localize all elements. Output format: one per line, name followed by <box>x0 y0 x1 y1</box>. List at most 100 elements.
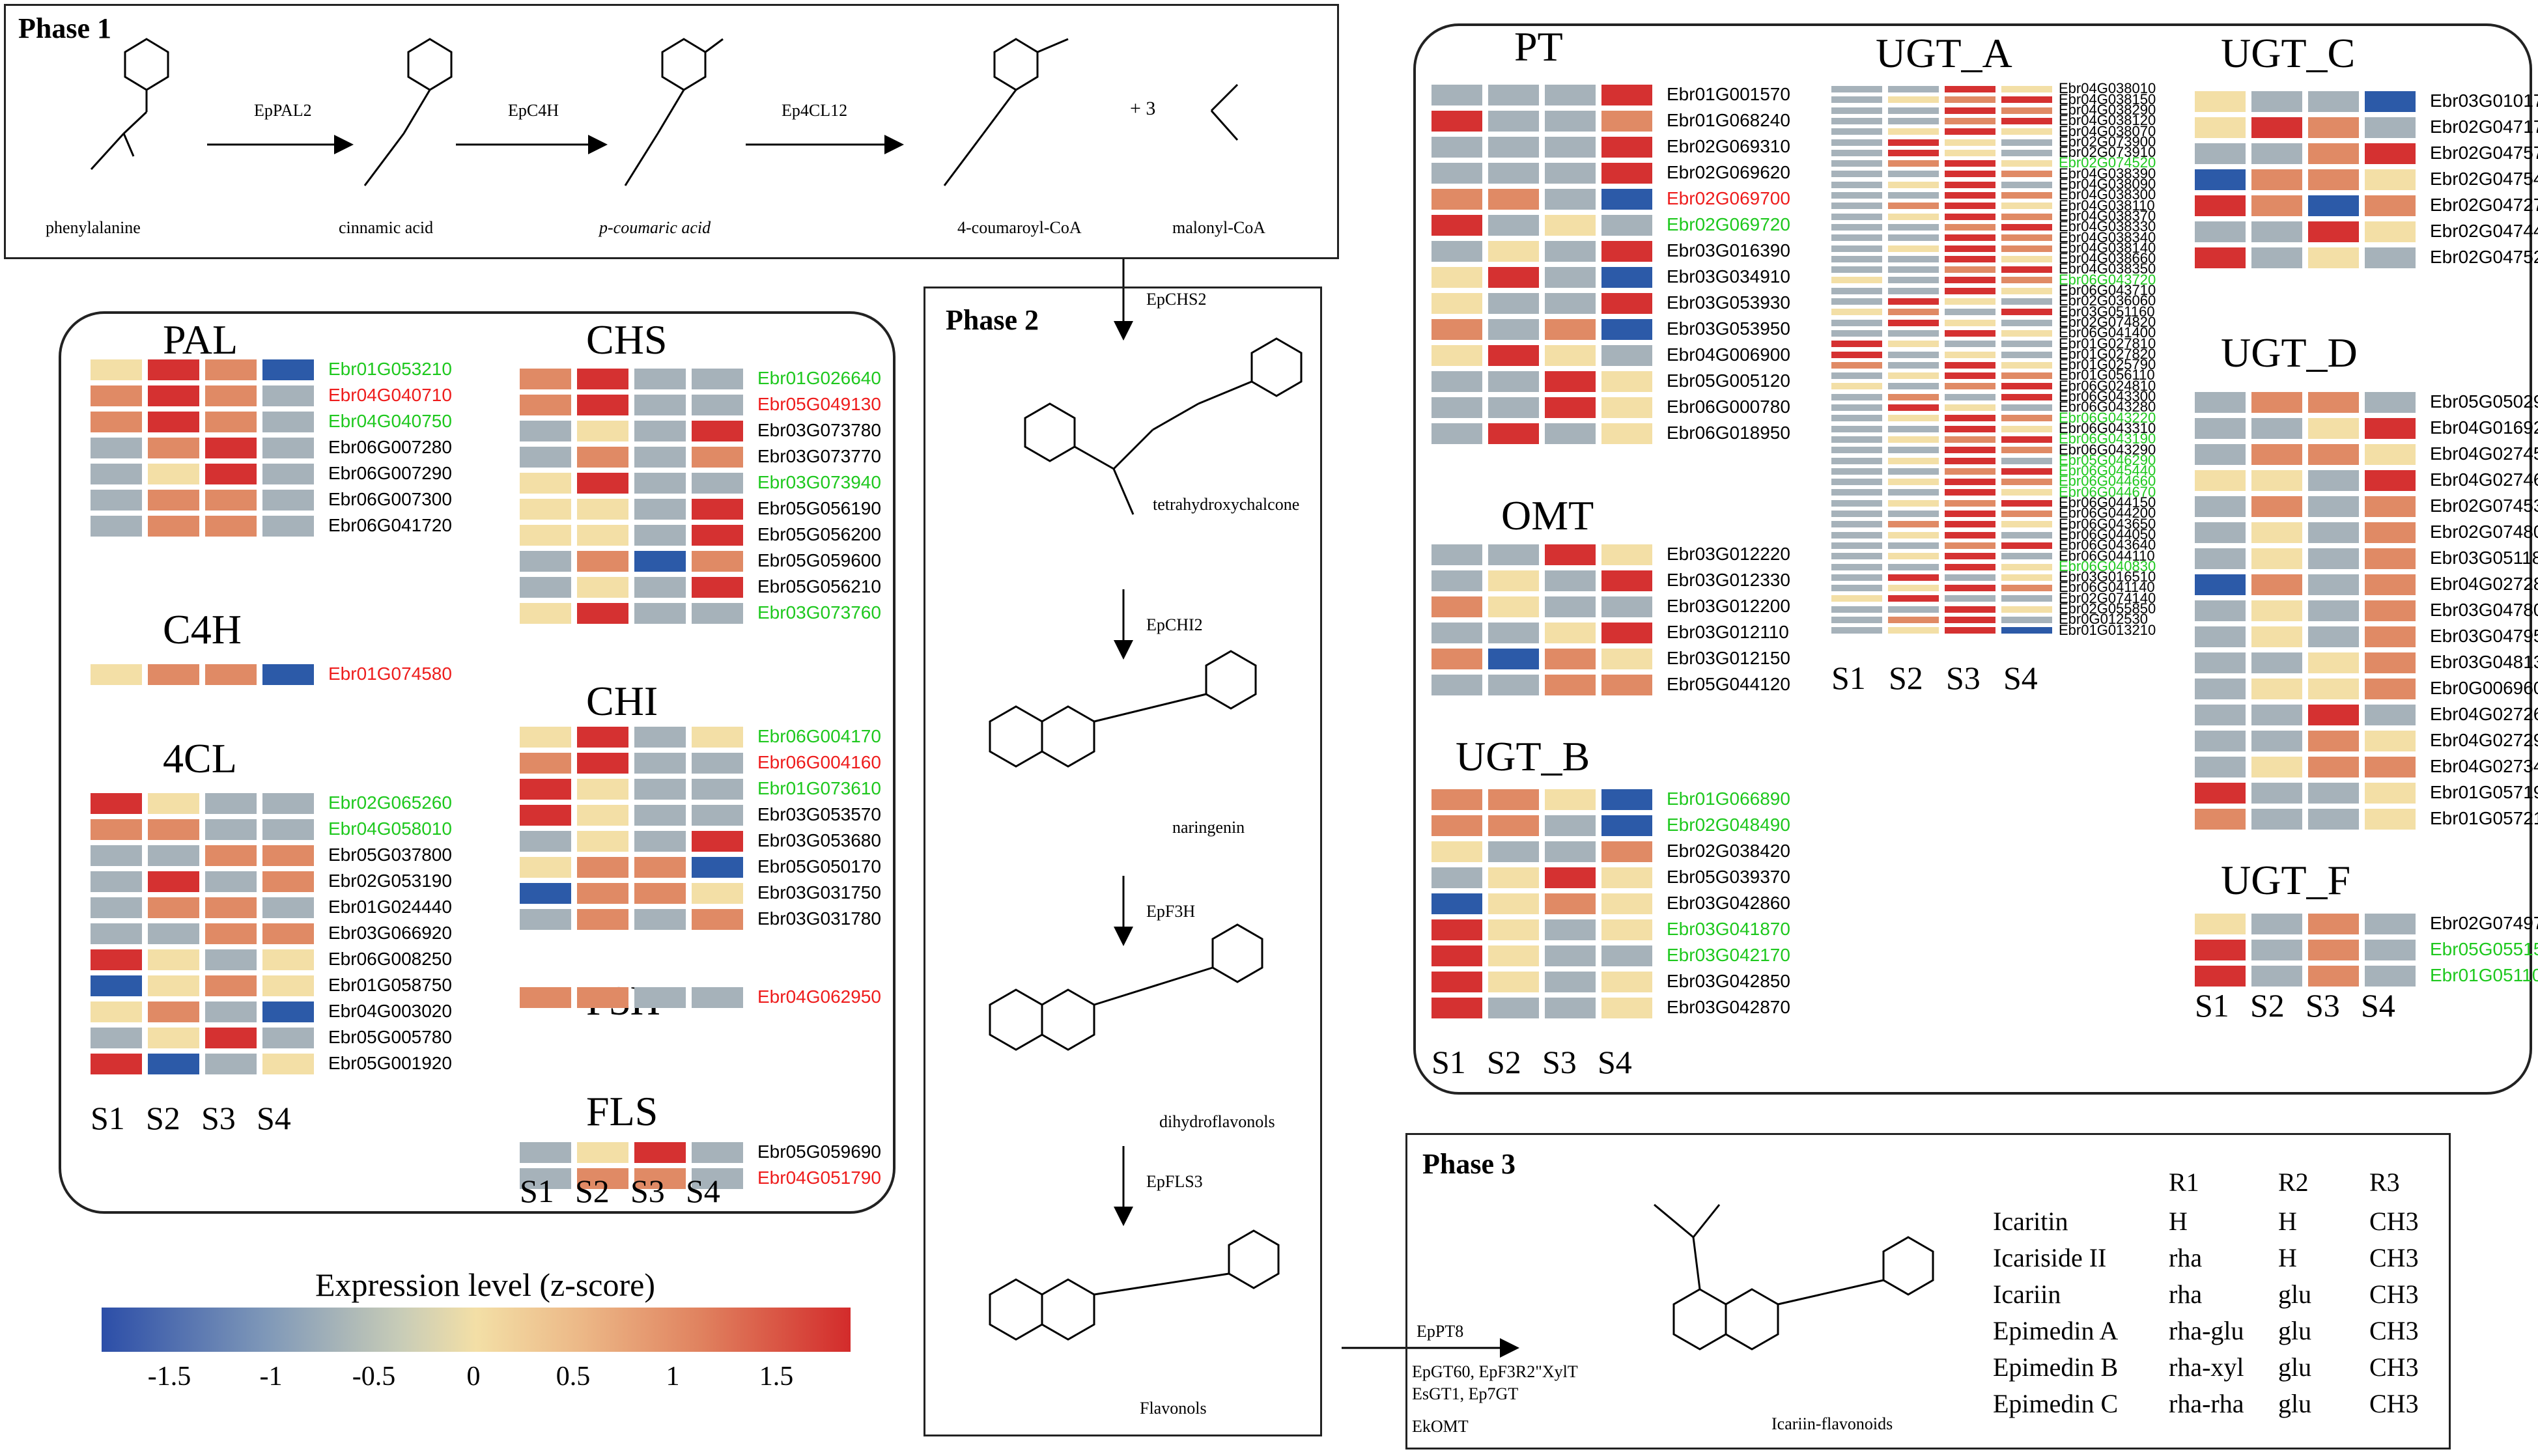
heatmap-cell <box>1945 203 1995 210</box>
gene-label: Ebr05G001920 <box>328 1052 452 1073</box>
heatmap-cell <box>1545 675 1596 695</box>
compound-dihydroflavonols: dihydroflavonols <box>1159 1112 1275 1131</box>
heatmap-cell <box>634 473 686 494</box>
heatmap-cell <box>1431 397 1482 418</box>
gene-label: Ebr02G073910 <box>2059 144 2156 161</box>
heatmap-cell <box>2195 247 2246 268</box>
heatmap-cell <box>520 779 571 800</box>
gene-label: Ebr04G016920 <box>2430 417 2538 438</box>
heatmap-cell <box>205 516 257 537</box>
gene-label: Ebr06G040830 <box>2059 557 2156 574</box>
heatmap-cell <box>1831 96 1882 104</box>
gene-label: Ebr04G038010 <box>2059 80 2156 97</box>
heatmap-cell <box>634 577 686 598</box>
gene-label: Ebr02G055850 <box>2059 600 2156 617</box>
heatmap-cell <box>2001 287 2052 294</box>
heatmap-cell <box>91 359 142 380</box>
heatmap-cell <box>2001 128 2052 135</box>
heatmap-cell <box>1488 163 1539 184</box>
heatmap-cell <box>2195 195 2246 216</box>
heatmap-cell <box>205 975 257 996</box>
heatmap-cell <box>1431 111 1482 132</box>
gene-label: Ebr04G027290 <box>2430 729 2538 750</box>
heatmap-cell <box>1888 128 1939 135</box>
heatmap-cell <box>577 473 628 494</box>
heatmap-cell <box>2195 940 2246 960</box>
heatmap-cell <box>1601 998 1652 1018</box>
heatmap-cell <box>1945 117 1995 124</box>
heatmap-cell <box>1888 139 1939 146</box>
heatmap-cell <box>1831 627 1882 634</box>
heatmap-cell <box>1831 192 1882 199</box>
heatmap-cell <box>1831 245 1882 252</box>
heatmap-cell <box>1888 542 1939 549</box>
heatmap-cell <box>1545 163 1596 184</box>
heatmap-cell <box>2308 247 2359 268</box>
heatmap-cell <box>2001 415 2052 422</box>
gene-label: Ebr04G027280 <box>2430 573 2538 594</box>
gene-label: Ebr01G053210 <box>328 358 452 379</box>
heatmap-cell <box>91 1028 142 1048</box>
heatmap-cell <box>1545 919 1596 940</box>
heatmap-cell <box>634 727 686 748</box>
gene-label: Ebr04G038290 <box>2059 101 2156 118</box>
heatmap-cell <box>2251 91 2302 112</box>
heatmap-cell <box>520 421 571 441</box>
heatmap-cell <box>205 385 257 406</box>
gene-label: Ebr01G073610 <box>757 777 881 798</box>
heatmap-cell <box>1888 479 1939 486</box>
enzyme-epchs2: EpCHS2 <box>1146 290 1207 309</box>
heatmap-cell <box>1488 919 1539 940</box>
heatmap-cell <box>1601 319 1652 340</box>
heatmap-cell <box>1601 945 1652 966</box>
heatmap-cell <box>577 525 628 546</box>
heatmap-cell <box>2308 600 2359 621</box>
heatmap-cell <box>2195 143 2246 164</box>
table-header-r2: R2 <box>2278 1168 2309 1197</box>
compound-naringenin: naringenin <box>1172 818 1245 837</box>
heatmap-cell <box>1888 171 1939 178</box>
gene-label: Ebr04G006900 <box>1667 344 1790 365</box>
heatmap-cell <box>2365 117 2416 138</box>
heatmap-cell <box>2365 705 2416 725</box>
heatmap-cell <box>1888 277 1939 284</box>
gene-label: Ebr01G057210 <box>2430 807 2538 828</box>
gene-label: Ebr04G003020 <box>328 1000 452 1021</box>
gene-label: Ebr04G038350 <box>2059 260 2156 277</box>
gene-label: Ebr06G043720 <box>2059 271 2156 288</box>
heatmap-cell <box>1831 436 1882 443</box>
heatmap-cell <box>2308 809 2359 830</box>
compound-p-coumaric-acid: p-coumaric acid <box>599 218 711 237</box>
heatmap-cell <box>2001 171 2052 178</box>
heatmap-cell <box>205 949 257 970</box>
heatmap-cell <box>1601 867 1652 888</box>
heatmap-cell <box>634 831 686 852</box>
heatmap-cell <box>1831 223 1882 231</box>
heatmap-cell <box>1601 815 1652 836</box>
sample-label-s4: S4 <box>257 1100 291 1136</box>
heatmap-cell <box>1945 107 1995 114</box>
gene-label: Ebr06G044150 <box>2059 494 2156 511</box>
heatmap-cell <box>1488 215 1539 236</box>
heatmap-cell <box>1831 277 1882 284</box>
heatmap-cell <box>1945 425 1995 432</box>
heatmap-cell <box>520 883 571 904</box>
heatmap-cell <box>2001 553 2052 560</box>
heatmap-cell <box>634 369 686 389</box>
sample-label-s1: S1 <box>2195 987 2229 1024</box>
heatmap-cell <box>1945 234 1995 242</box>
heatmap-cell <box>1431 841 1482 862</box>
heatmap-cell <box>2001 203 2052 210</box>
heatmap-cell <box>2195 91 2246 112</box>
heatmap-cell <box>2001 139 2052 146</box>
heatmap-cell <box>1545 189 1596 210</box>
heatmap-cell <box>2251 757 2302 777</box>
heatmap-cell <box>1888 393 1939 400</box>
gene-label: Ebr02G036060 <box>2059 292 2156 309</box>
gene-label: Ebr06G043640 <box>2059 537 2156 553</box>
heatmap-cell <box>1945 479 1995 486</box>
gene-label: Ebr06G041140 <box>2059 579 2155 596</box>
heatmap-cell <box>692 473 743 494</box>
gene-label: Ebr03G073780 <box>757 419 881 440</box>
heatmap-cell <box>1831 393 1882 400</box>
